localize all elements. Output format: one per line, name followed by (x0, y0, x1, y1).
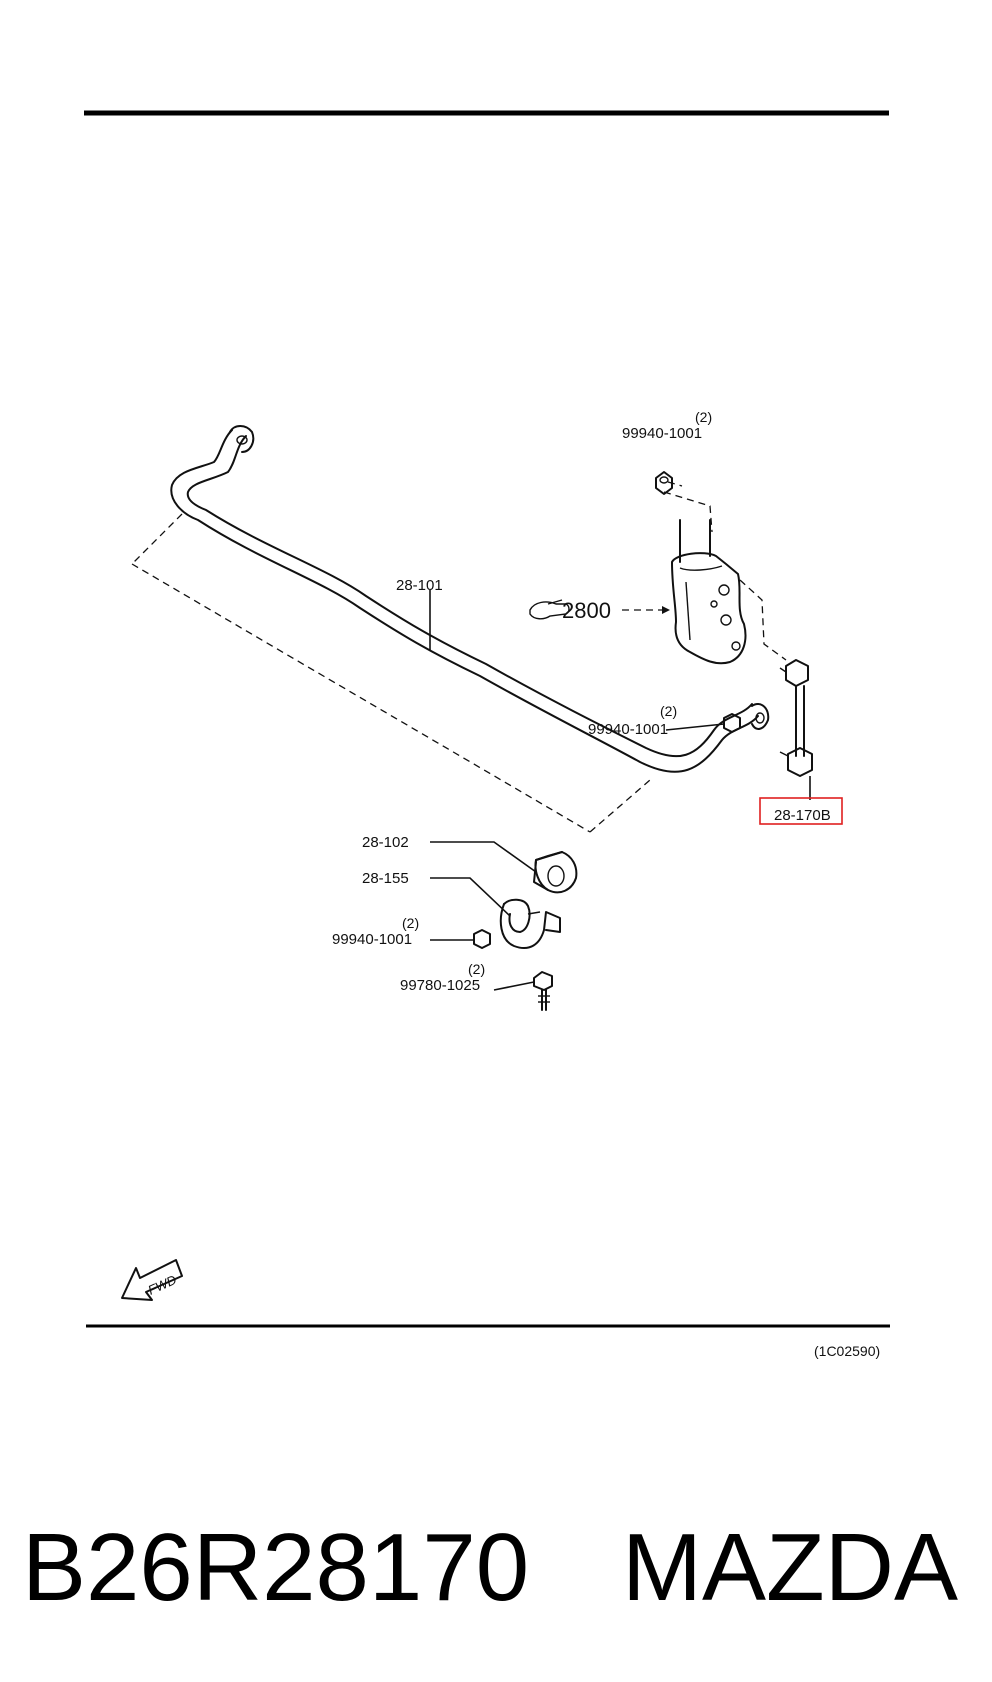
label-stabilizer-link[interactable]: 28-170B (774, 807, 831, 824)
label-bottom-nut-qty: (2) (402, 915, 419, 931)
label-bushing[interactable]: 28-102 (362, 834, 409, 851)
label-reference-group[interactable]: 2800 (562, 598, 611, 623)
assembly-dashed-lines (131, 481, 787, 833)
leader-lines (429, 590, 811, 991)
highlight-box (759, 797, 843, 825)
stabilizer-link[interactable] (779, 659, 813, 777)
label-top-nut-qty: (2) (695, 409, 712, 425)
label-bottom-nut: 99940-1001 (332, 931, 412, 948)
strut-assembly (671, 519, 747, 665)
label-mid-nut-qty: (2) (660, 703, 677, 719)
label-top-nut: 99940-1001 (622, 425, 702, 442)
label-bracket[interactable]: 28-155 (362, 870, 409, 887)
bracket-bolt[interactable] (533, 971, 553, 1011)
top-nut[interactable] (655, 471, 673, 495)
bushing[interactable] (533, 851, 578, 894)
forward-arrow-icon: FWD (121, 1259, 183, 1301)
label-mid-nut: 99940-1001 (588, 721, 668, 738)
fwd-label: FWD (146, 1272, 179, 1298)
bottom-nut[interactable] (473, 929, 491, 949)
brand-name: MAZDA (622, 1514, 958, 1621)
diagram-code: (1C02590) (814, 1343, 880, 1359)
label-stabilizer-bar[interactable]: 28-101 (396, 577, 443, 594)
pointing-hand-icon (529, 599, 570, 620)
label-bolt: 99780-1025 (400, 977, 480, 994)
part-number: B26R28170 (22, 1514, 529, 1621)
stabilizer-bar[interactable] (170, 425, 770, 773)
label-bolt-qty: (2) (468, 961, 485, 977)
bushing-bracket[interactable] (499, 898, 561, 949)
mid-nut[interactable] (723, 713, 741, 733)
